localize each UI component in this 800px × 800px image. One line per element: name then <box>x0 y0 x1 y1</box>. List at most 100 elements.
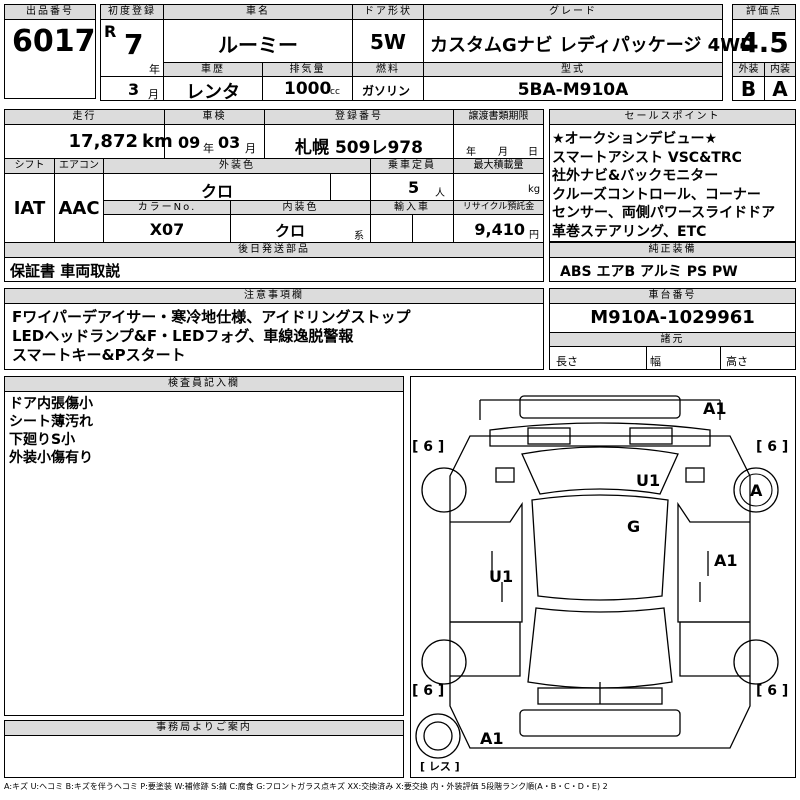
inspector-box <box>4 391 404 716</box>
genuine-value: ABS エアB アルミ PS PW <box>560 264 738 280</box>
inspector-note: 外装小傷有り <box>9 450 93 466</box>
note-line: スマートキー&Pスタート <box>12 346 186 364</box>
inspector-note: ドア内張傷小 <box>9 396 93 412</box>
diagram-box <box>410 376 796 778</box>
inspection-year-unit: 年 <box>203 142 214 155</box>
legend: A:キズ U:ヘコミ B:キズを伴うヘコミ P:要塗装 W:補修跡 S:錆 C:… <box>4 782 608 791</box>
note-line: Fワイパーデアイサー・寒冷地仕様、アイドリングストップ <box>12 308 411 326</box>
aircon-value: AAC <box>58 198 100 219</box>
tire-depth-fl: [ 6 ] <box>412 439 445 455</box>
door-value: 5W <box>370 30 406 54</box>
mileage-unit: km <box>142 131 173 152</box>
mark-u1-side: U1 <box>489 567 514 586</box>
int-color-unit: 系 <box>354 231 364 242</box>
max-load-header: 最大積載量 <box>453 158 544 174</box>
chassis-value: M910A-1029961 <box>590 307 755 328</box>
sales-point: ★オークションデビュー★ <box>552 131 718 147</box>
capacity-value: 5 <box>408 178 420 197</box>
transfer-month-unit: 月 <box>498 147 508 158</box>
mark-a1-side: A1 <box>714 551 738 570</box>
shift-value: IAT <box>13 198 46 219</box>
transfer-day-unit: 日 <box>528 147 538 158</box>
chassis-header: 車台番号 <box>549 288 796 304</box>
car-name: ルーミー <box>218 33 298 57</box>
tire-depth-fr: [ 6 ] <box>756 439 789 455</box>
displacement-unit: cc <box>330 87 340 97</box>
first-reg-year: 7 <box>124 28 144 61</box>
fuel-header: 燃料 <box>352 62 424 77</box>
later-parts-value: 保証書 車両取説 <box>10 262 121 280</box>
inspector-list: ドア内張傷小 シート薄汚れ 下廻りS小 外装小傷有り <box>9 395 93 467</box>
office-header: 事務局よりご案内 <box>4 720 404 736</box>
interior-header: 内装 <box>764 62 796 77</box>
transfer-year-unit: 年 <box>466 147 476 158</box>
int-color-value: クロ <box>274 222 305 240</box>
sales-points-list: ★オークションデビュー★ スマートアシスト VSC&TRC 社外ナビ&バックモニ… <box>552 130 775 241</box>
tire-depth-rr: [ 6 ] <box>756 683 789 699</box>
import-header: 輸入車 <box>370 200 454 215</box>
width-label: 幅 <box>650 355 661 368</box>
interior-grade: A <box>772 77 788 101</box>
mileage-value: 17,872 <box>68 131 138 152</box>
reg-no-header: 登録番号 <box>264 109 454 125</box>
sales-point: クルーズコントロール、コーナー <box>552 186 761 203</box>
inspection-month-unit: 月 <box>245 142 256 155</box>
grade-value: カスタムGナビ レディパッケージ 4WD <box>430 35 756 56</box>
shift-header: シフト <box>4 158 55 174</box>
aircon-header: エアコン <box>54 158 104 174</box>
spare-tire: [ レス ] <box>420 760 460 773</box>
interior-box <box>764 76 796 101</box>
displacement-value: 1000 <box>284 79 332 99</box>
max-load-unit: kg <box>528 184 541 195</box>
inspector-note: シート薄汚れ <box>9 414 93 430</box>
ext-color-header: 外装色 <box>103 158 371 174</box>
door-header: ドア形状 <box>352 4 424 20</box>
sales-point: 社外ナビ&バックモニター <box>552 168 719 184</box>
model-value: 5BA-M910A <box>517 80 629 100</box>
recycle-unit: 円 <box>529 230 539 241</box>
mileage-header: 走行 <box>4 109 165 125</box>
length-label: 長さ <box>556 355 578 368</box>
grade-header: グレード <box>423 4 723 20</box>
mark-a1-top: A1 <box>703 399 727 418</box>
exterior-grade: B <box>740 77 757 101</box>
model-box <box>423 76 723 101</box>
color-no-value: X07 <box>149 220 185 239</box>
notes-box <box>4 303 544 370</box>
fuel-value: ガソリン <box>362 84 411 98</box>
month-unit: 月 <box>148 88 159 101</box>
inspector-header: 検査員記入欄 <box>4 376 404 392</box>
transfer-header: 譲渡書類期限 <box>453 109 544 125</box>
mark-a-wheel: A <box>750 481 763 500</box>
dimensions-header: 諸元 <box>549 332 796 347</box>
mark-g-glass: G <box>627 517 641 536</box>
history-value: レンタ <box>186 82 240 103</box>
inspection-year: 09 <box>178 133 201 152</box>
office-box <box>4 735 404 778</box>
mark-a1-bottom: A1 <box>480 729 504 748</box>
ext-color-box2 <box>330 173 371 201</box>
lot-header: 出品番号 <box>4 4 96 20</box>
first-reg-month: 3 <box>128 80 140 99</box>
import-box2 <box>412 214 454 243</box>
recycle-header: リサイクル預託金 <box>453 200 544 215</box>
lot-box <box>4 19 96 99</box>
capacity-header: 乗車定員 <box>370 158 454 174</box>
note-line: LEDヘッドランプ&F・LEDフォグ、車線逸脱警報 <box>12 327 354 345</box>
ext-color-value: クロ <box>200 182 233 201</box>
year-unit: 年 <box>149 63 160 76</box>
sales-point: 革巻ステアリング、ETC <box>552 223 707 240</box>
import-box1 <box>370 214 413 243</box>
sales-point: スマートアシスト VSC&TRC <box>552 149 742 166</box>
genuine-box <box>549 257 796 282</box>
inspection-header: 車検 <box>164 109 265 125</box>
sales-point: センサー、両側パワースライドドア <box>552 205 776 221</box>
inspection-month: 03 <box>218 133 241 152</box>
score-header: 評価点 <box>732 4 796 20</box>
era-mark: R <box>104 22 117 41</box>
int-color-header: 内装色 <box>230 200 371 215</box>
inspector-note: 下廻りS小 <box>9 432 76 448</box>
score-value: 4.5 <box>739 26 789 59</box>
color-no-header: カラーNo. <box>103 200 231 215</box>
exterior-header: 外装 <box>732 62 765 77</box>
